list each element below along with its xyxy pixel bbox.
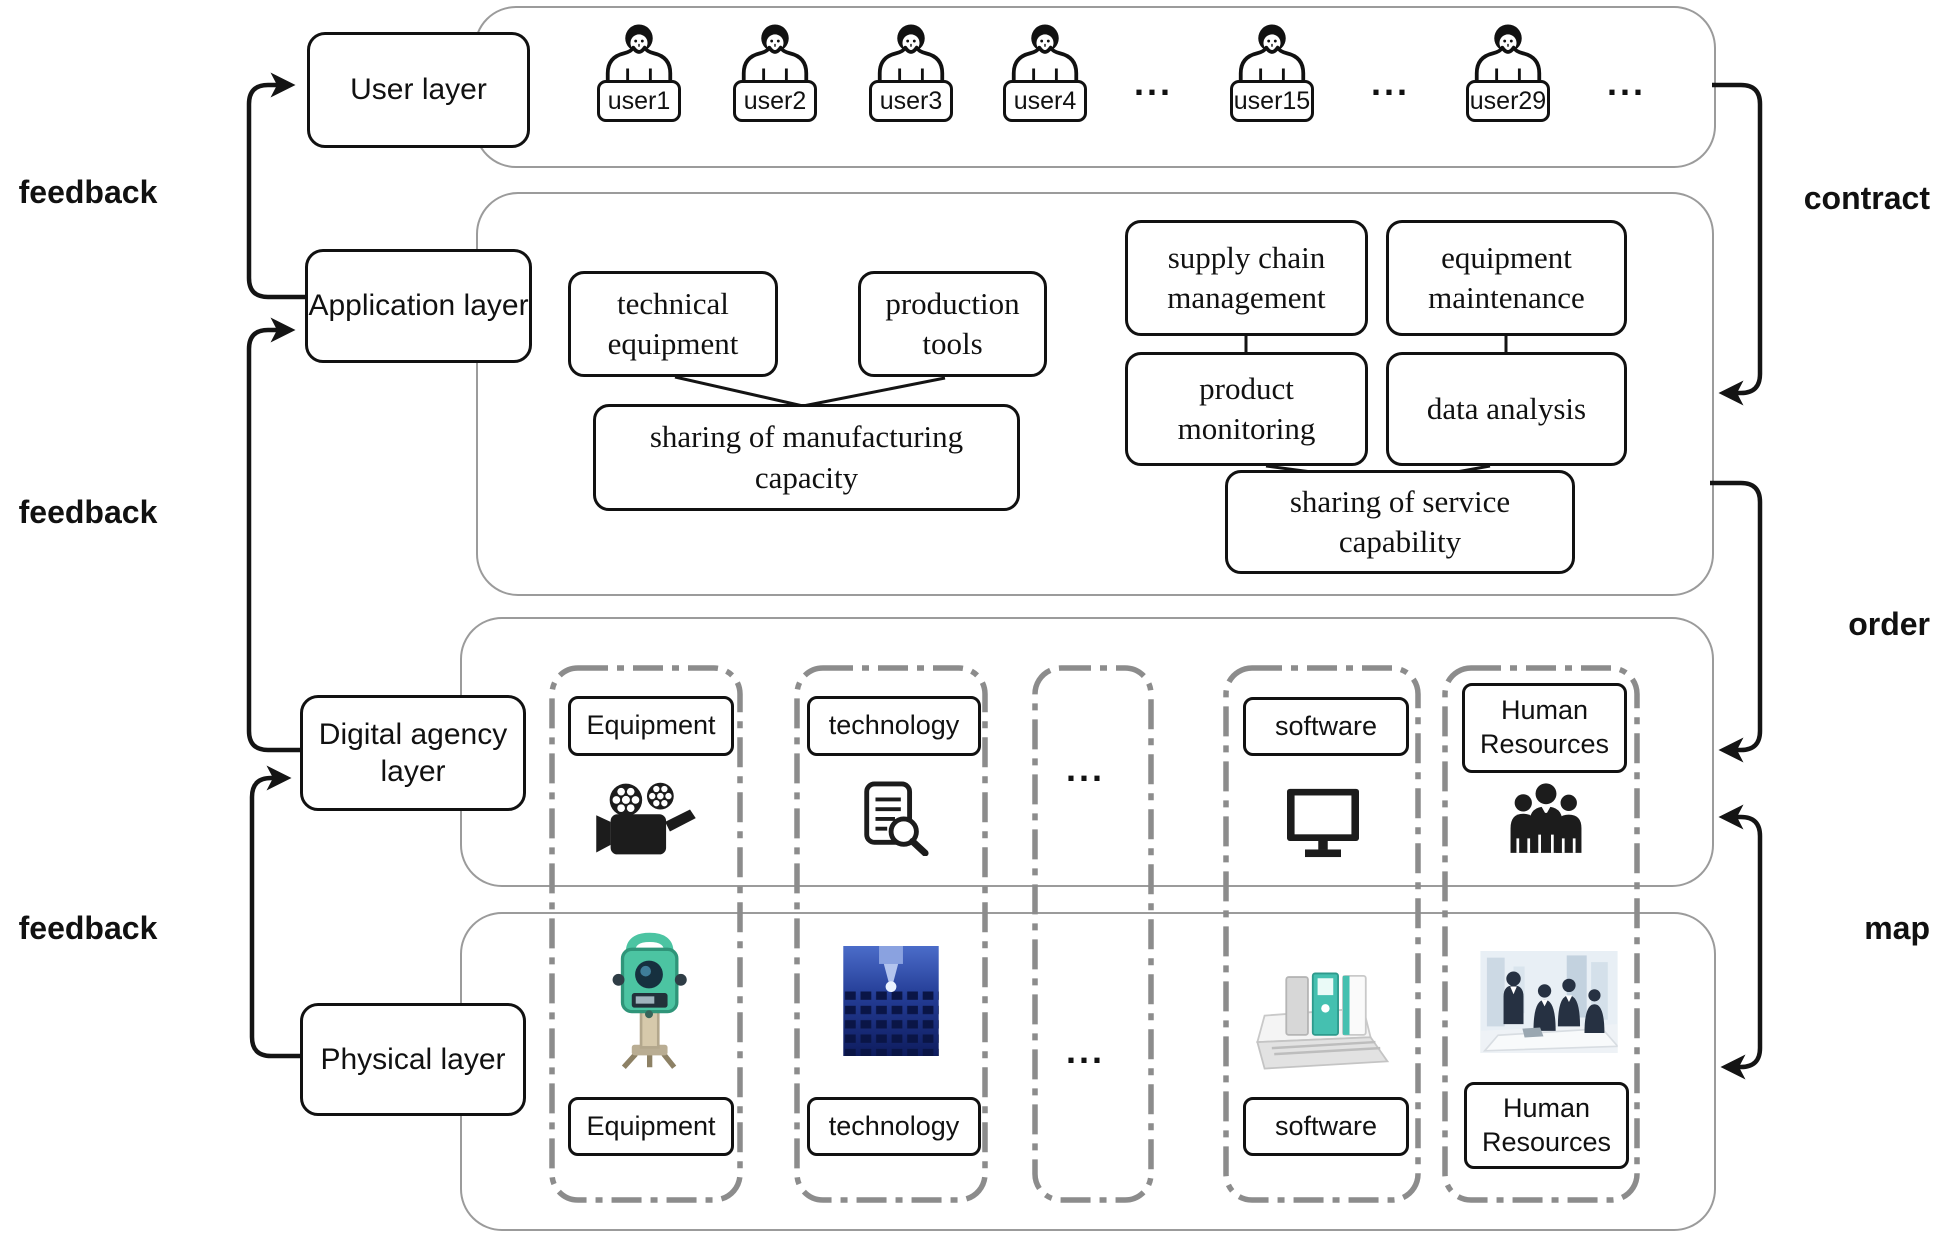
- data-analysis-label: data analysis: [1426, 390, 1587, 426]
- feedback-label-middle: feedback: [18, 494, 158, 530]
- user-name-plate: user4: [1003, 80, 1087, 122]
- user-name-plate: user2: [733, 80, 817, 122]
- digital-ellipsis: ...: [1066, 748, 1106, 789]
- user-name: user3: [879, 86, 943, 115]
- user-name: user4: [1013, 86, 1077, 115]
- user-name: user29: [1469, 86, 1547, 115]
- user-ellipsis: ...: [1371, 62, 1411, 103]
- monitor-icon: [1283, 786, 1363, 858]
- digital-agency-layer-title: Digital agency layer: [318, 717, 508, 789]
- feedback-label-bottom: feedback: [18, 910, 158, 946]
- supply-chain-label: supply chain management: [1167, 239, 1326, 315]
- digital-technology-label: technology: [828, 710, 960, 741]
- contract-label: contract: [1803, 180, 1930, 216]
- cnc-machine-photo: [842, 946, 940, 1056]
- physical-ellipsis: ...: [1066, 1030, 1106, 1071]
- digital-software-label: software: [1274, 710, 1378, 741]
- sharing-service-box: sharing of service capability: [1225, 470, 1575, 574]
- digital-agency-layer-title-box: Digital agency layer: [300, 695, 526, 811]
- user-name-plate: user29: [1466, 80, 1550, 122]
- user-name-plate: user1: [597, 80, 681, 122]
- application-layer-title-box: Application layer: [305, 249, 532, 363]
- digital-software-box: software: [1243, 697, 1409, 756]
- technical-equipment-box: technical equipment: [568, 271, 778, 377]
- business-meeting-photo: [1479, 951, 1619, 1053]
- product-monitoring-box: product monitoring: [1125, 352, 1368, 466]
- binders-laptop-photo: [1245, 965, 1395, 1071]
- physical-software-box: software: [1243, 1097, 1409, 1156]
- digital-technology-box: technology: [807, 696, 981, 756]
- document-search-icon: [858, 780, 930, 856]
- order-arrow-app-to-digital: [1710, 480, 1763, 763]
- product-monitoring-label: product monitoring: [1177, 370, 1316, 446]
- physical-layer-title-box: Physical layer: [300, 1003, 526, 1116]
- sharing-manufacturing-box: sharing of manufacturing capacity: [593, 404, 1020, 511]
- map-arrow-into-digital: [1718, 804, 1763, 906]
- people-group-icon: [1506, 780, 1586, 853]
- feedback-arrow-physical-to-digital: [249, 765, 302, 1059]
- supply-chain-box: supply chain management: [1125, 220, 1368, 336]
- physical-equipment-box: Equipment: [568, 1097, 734, 1156]
- movie-camera-icon: [596, 776, 696, 864]
- physical-equipment-label: Equipment: [586, 1110, 716, 1141]
- contract-arrow-user-to-app: [1712, 82, 1763, 406]
- equipment-maintenance-box: equipment maintenance: [1386, 220, 1627, 336]
- user-figure: user15: [1224, 24, 1320, 122]
- user-layer-title: User layer: [350, 73, 487, 107]
- digital-human-resources-label: Human Resources: [1479, 695, 1610, 759]
- digital-human-resources-box: Human Resources: [1462, 683, 1627, 773]
- user-layer-title-box: User layer: [307, 32, 530, 148]
- user-name: user1: [607, 86, 671, 115]
- production-tools-label: production tools: [885, 285, 1020, 361]
- user-figure: user1: [591, 24, 687, 122]
- feedback-arrow-app-to-user: [246, 72, 306, 300]
- user-figure: user2: [727, 24, 823, 122]
- sharing-service-label: sharing of service capability: [1289, 483, 1511, 559]
- user-ellipsis: ...: [1134, 62, 1174, 103]
- data-analysis-box: data analysis: [1386, 352, 1627, 466]
- physical-technology-label: technology: [828, 1110, 960, 1141]
- user-name-plate: user3: [869, 80, 953, 122]
- theodolite-photo: [596, 932, 702, 1070]
- physical-human-resources-label: Human Resources: [1481, 1092, 1612, 1157]
- equipment-maintenance-label: equipment maintenance: [1428, 239, 1585, 315]
- physical-software-label: software: [1274, 1110, 1378, 1141]
- user-ellipsis: ...: [1607, 62, 1647, 103]
- sharing-manufacturing-label: sharing of manufacturing capacity: [649, 419, 964, 495]
- feedback-label-top: feedback: [18, 174, 158, 210]
- production-tools-box: production tools: [858, 271, 1047, 377]
- map-label: map: [1864, 910, 1930, 946]
- physical-technology-box: technology: [807, 1097, 981, 1156]
- user-name-plate: user15: [1230, 80, 1314, 122]
- user-figure: user4: [997, 24, 1093, 122]
- technical-equipment-label: technical equipment: [607, 285, 739, 361]
- user-name: user2: [743, 86, 807, 115]
- digital-equipment-label: Equipment: [586, 710, 716, 741]
- user-figure: user3: [863, 24, 959, 122]
- user-figure: user29: [1460, 24, 1556, 122]
- feedback-arrow-digital-to-app: [246, 317, 302, 753]
- digital-equipment-box: Equipment: [568, 696, 734, 756]
- application-layer-title: Application layer: [308, 289, 529, 323]
- physical-layer-title: Physical layer: [320, 1042, 506, 1076]
- order-label: order: [1848, 606, 1930, 642]
- map-arrow-into-physical: [1720, 906, 1763, 1080]
- user-name: user15: [1233, 86, 1311, 115]
- physical-human-resources-box: Human Resources: [1464, 1082, 1629, 1169]
